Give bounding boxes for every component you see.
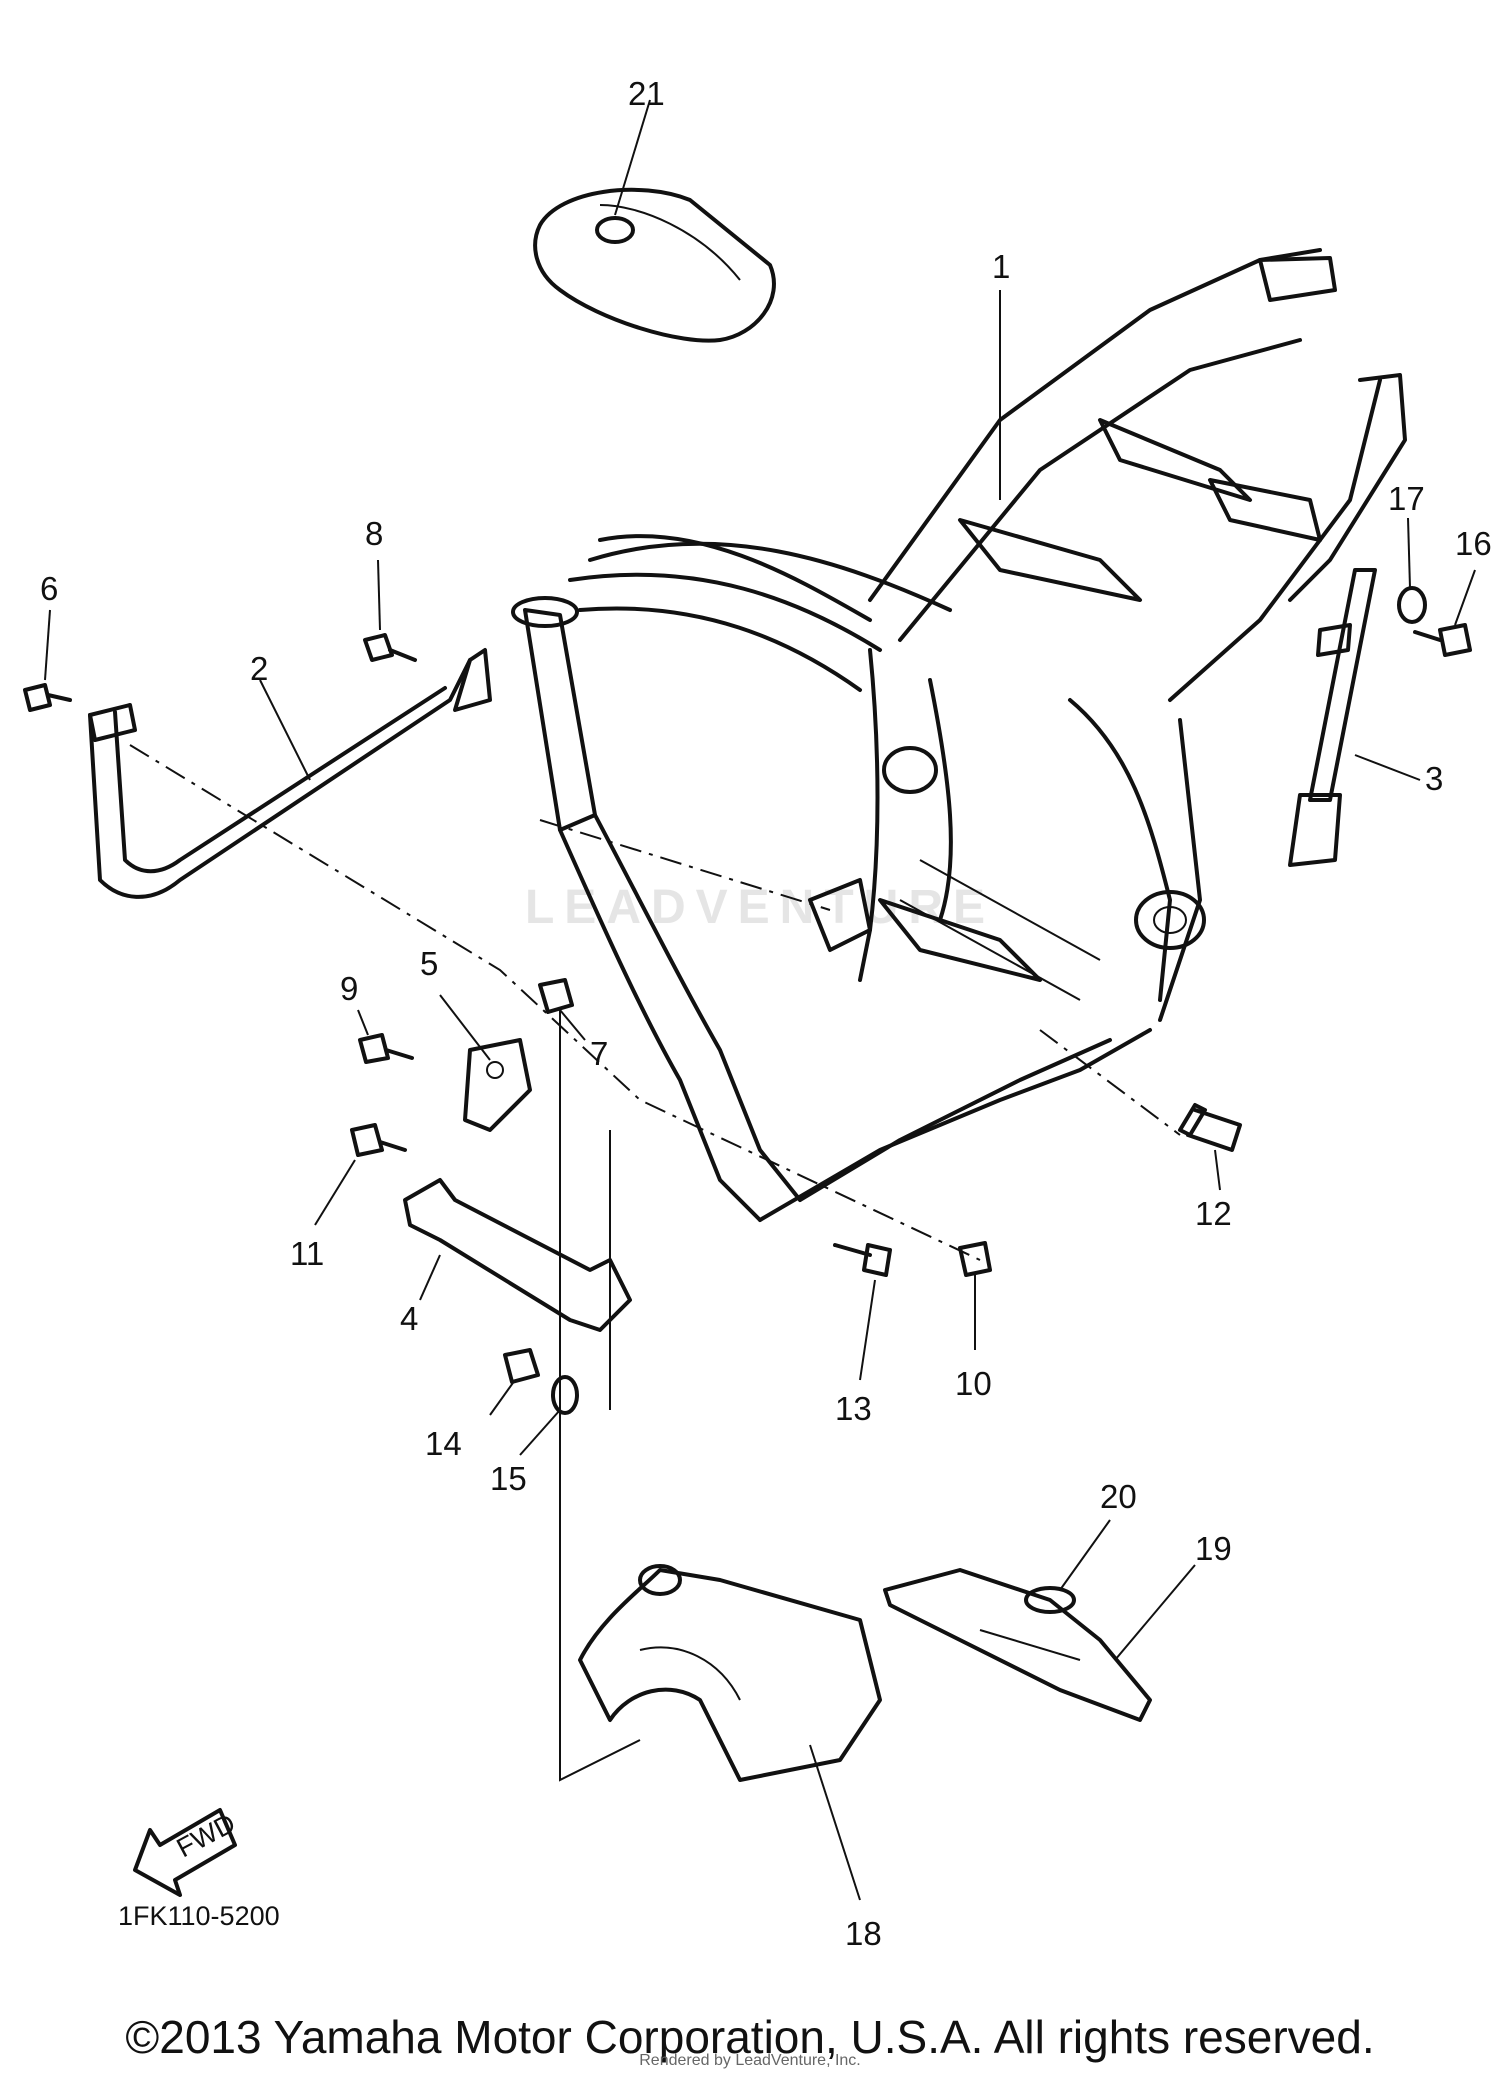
callout-16[interactable]: 16 (1455, 525, 1492, 562)
part-9-bolt[interactable] (358, 1033, 414, 1064)
diagram-code: 1FK110-5200 (118, 1901, 280, 1931)
part-5-mounting-plate[interactable] (463, 1038, 532, 1132)
callout-4[interactable]: 4 (400, 1300, 418, 1337)
callout-19[interactable]: 19 (1195, 1530, 1232, 1567)
part-8-bolt[interactable] (363, 633, 417, 662)
callout-7[interactable]: 7 (590, 1035, 608, 1072)
callout-8[interactable]: 8 (365, 515, 383, 552)
part-20-grommet[interactable] (1024, 1586, 1076, 1614)
part-1-main-frame[interactable] (511, 248, 1407, 1222)
callout-9[interactable]: 9 (340, 970, 358, 1007)
part-17-washer[interactable] (1397, 586, 1427, 624)
part-15-washer[interactable] (551, 1375, 579, 1415)
callout-6[interactable]: 6 (40, 570, 58, 607)
callout-14[interactable]: 14 (425, 1425, 462, 1462)
callout-2[interactable]: 2 (250, 650, 268, 687)
part-6-bolt[interactable] (23, 683, 72, 712)
rendered-by-notice: Rendered by LeadVenture, Inc. (639, 2052, 861, 2069)
callout-10[interactable]: 10 (955, 1365, 992, 1402)
part-16-bolt[interactable] (1413, 623, 1472, 657)
part-18-lower-guard[interactable] (578, 1564, 882, 1782)
part-13-bolt[interactable] (833, 1243, 892, 1277)
callout-17[interactable]: 17 (1388, 480, 1425, 517)
callout-18[interactable]: 18 (845, 1915, 882, 1952)
callout-11[interactable]: 11 (290, 1235, 324, 1272)
part-4-lower-stay[interactable] (403, 1178, 632, 1332)
fwd-arrow-icon: FWD (133, 1808, 240, 1897)
part-2-front-bar[interactable] (88, 648, 492, 899)
callout-15[interactable]: 15 (490, 1460, 527, 1497)
callout-3[interactable]: 3 (1425, 760, 1443, 797)
callout-5[interactable]: 5 (420, 945, 438, 982)
part-10-nut[interactable] (958, 1241, 992, 1277)
callout-20[interactable]: 20 (1100, 1478, 1137, 1515)
part-12-bolt[interactable] (1178, 1103, 1242, 1152)
callout-12[interactable]: 12 (1195, 1195, 1232, 1232)
copyright-notice: ©2013 Yamaha Motor Corporation, U.S.A. A… (125, 2011, 1375, 2063)
callout-21[interactable]: 21 (628, 75, 665, 112)
part-7-nut[interactable] (538, 978, 574, 1014)
part-14-nut[interactable] (503, 1348, 540, 1384)
callout-1[interactable]: 1 (992, 248, 1010, 285)
part-21-cover[interactable] (533, 187, 776, 343)
part-3-rear-bracket[interactable] (1288, 568, 1377, 867)
callout-13[interactable]: 13 (835, 1390, 872, 1427)
part-11-bolt[interactable] (350, 1123, 407, 1157)
part-19-lower-plate[interactable] (883, 1568, 1152, 1722)
